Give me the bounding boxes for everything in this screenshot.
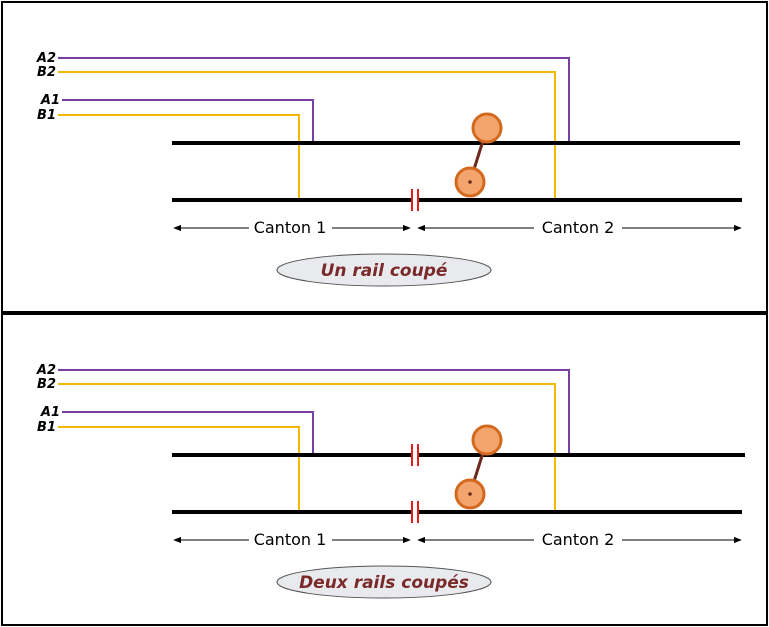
wire-a2 — [58, 57, 570, 143]
wire-label-a1: A1 — [40, 93, 60, 108]
wire-label-b2: B2 — [37, 377, 56, 392]
wire-label-b1: B1 — [37, 420, 56, 435]
caption-ellipse — [276, 253, 492, 287]
wire-b2 — [58, 383, 556, 512]
wheelset — [454, 112, 503, 198]
wire-a2 — [58, 369, 570, 455]
canton2-label: Canton 2 — [542, 530, 615, 549]
wheelset — [454, 424, 503, 510]
wheel-top — [471, 112, 503, 144]
wheel-top — [471, 424, 503, 456]
canton1-label: Canton 1 — [254, 530, 327, 549]
wire-label-a2: A2 — [36, 51, 56, 66]
panel-one-rail-cut: A2 B2 A1 B1 Canton 1 Canton 2 Un rail co… — [1, 1, 768, 313]
wire-b1 — [58, 114, 300, 200]
wire-label-b1: B1 — [37, 108, 56, 123]
panel-two-rails-cut: A2 B2 A1 B1 Canton 1 Canton 2 — [1, 313, 768, 626]
rail-gap-bottom — [411, 501, 419, 523]
rail-gap-bottom — [411, 189, 419, 211]
wire-label-a2: A2 — [36, 363, 56, 378]
wire-a1 — [62, 99, 314, 143]
wire-b2 — [58, 71, 556, 200]
wire-b1 — [58, 426, 300, 512]
caption: Un rail coupé — [321, 261, 448, 281]
caption: Deux rails coupés — [299, 573, 469, 593]
caption-ellipse — [276, 565, 492, 599]
canton1-label: Canton 1 — [254, 218, 327, 237]
canton2-label: Canton 2 — [542, 218, 615, 237]
wire-a1 — [62, 411, 314, 455]
wire-label-b2: B2 — [37, 65, 56, 80]
rail-gap-top — [411, 444, 419, 466]
wire-label-a1: A1 — [40, 405, 60, 420]
